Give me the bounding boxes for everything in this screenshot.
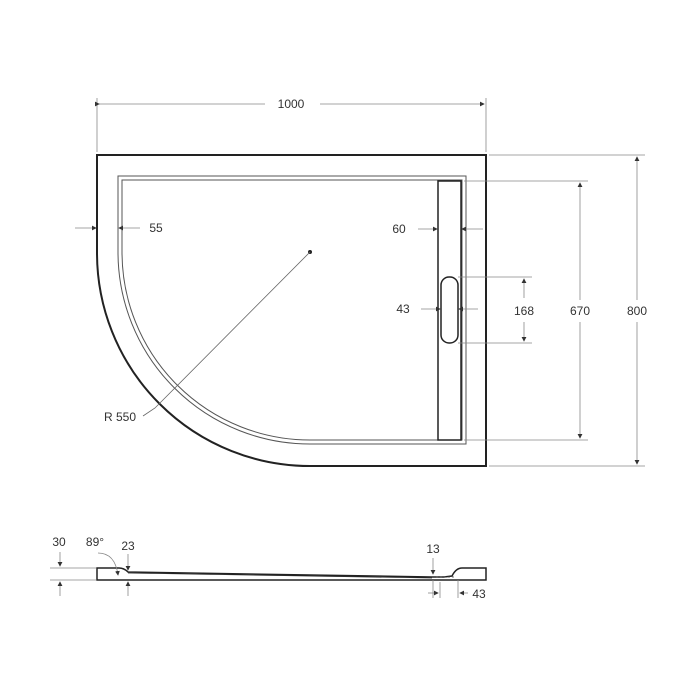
dim-angle: 89° bbox=[86, 535, 104, 549]
dim-drain-length: 168 bbox=[514, 304, 534, 318]
drain-slot bbox=[440, 276, 459, 344]
dimensions bbox=[75, 98, 645, 467]
plan-view bbox=[96, 154, 487, 467]
dim-radius: R 550 bbox=[104, 410, 136, 424]
dim-height: 30 bbox=[52, 535, 66, 549]
dim-inner-depth: 670 bbox=[570, 304, 590, 318]
side-profile bbox=[96, 567, 487, 581]
tray-inner-edge-2 bbox=[121, 179, 463, 441]
side-view bbox=[50, 552, 487, 598]
tray-outline bbox=[96, 154, 487, 467]
dim-depth: 800 bbox=[627, 304, 647, 318]
radius-leader bbox=[142, 251, 311, 417]
dim-inner-height: 23 bbox=[121, 539, 135, 553]
dim-drain-width: 43 bbox=[396, 302, 410, 316]
dim-channel-width: 60 bbox=[392, 222, 406, 236]
dim-drain-offset: 43 bbox=[472, 587, 486, 601]
dim-channel-depth: 13 bbox=[426, 542, 440, 556]
dim-width: 1000 bbox=[278, 97, 305, 111]
tray-inner-edge bbox=[117, 175, 467, 445]
dim-rim-left: 55 bbox=[149, 221, 163, 235]
